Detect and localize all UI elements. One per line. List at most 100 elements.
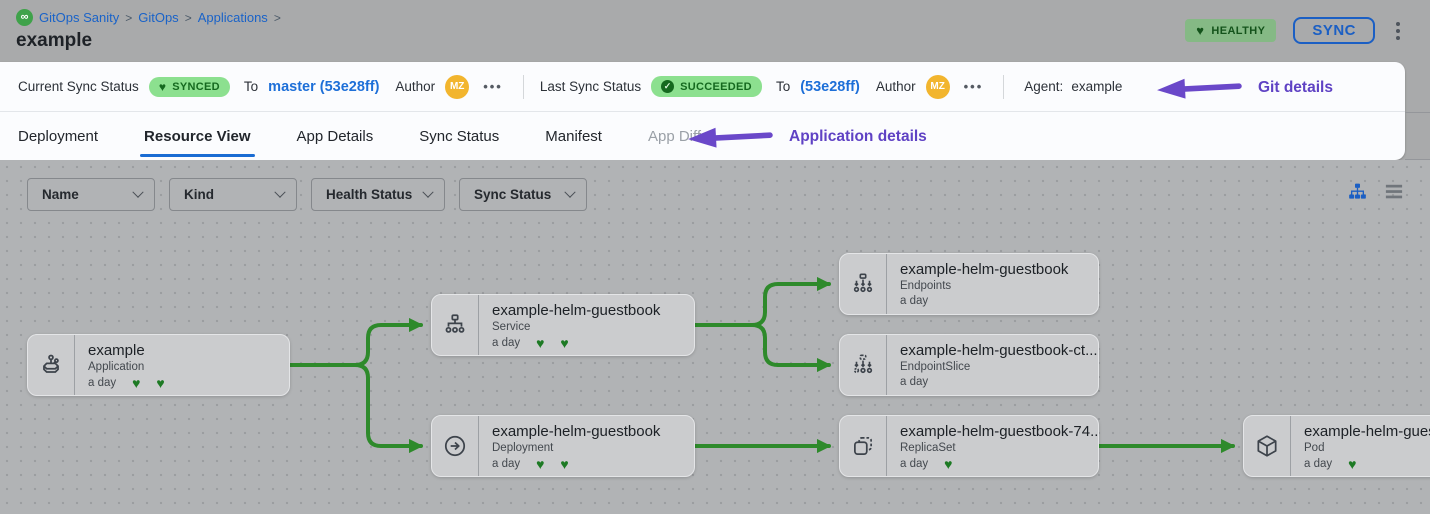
synced-badge: ♥ SYNCED: [148, 76, 230, 97]
service-icon: [432, 295, 479, 355]
node-age: a day: [900, 295, 929, 307]
more-options-kebab-icon[interactable]: [1392, 19, 1404, 43]
node-endpoints[interactable]: example-helm-guestbook Endpoints a day: [839, 253, 1099, 315]
node-title: example: [88, 342, 145, 359]
node-title: example-helm-guestbook: [492, 302, 661, 319]
current-revision-link[interactable]: master (53e28ff): [268, 78, 380, 95]
author-avatar: MZ: [925, 74, 950, 99]
kind-filter-dropdown[interactable]: Kind: [169, 178, 297, 211]
node-endpointslice[interactable]: example-helm-guestbook-ct... EndpointSli…: [839, 334, 1099, 396]
node-title: example-helm-guestbook: [900, 261, 1069, 278]
breadcrumb-separator: >: [184, 10, 192, 25]
health-badge-label: HEALTHY: [1211, 24, 1266, 37]
node-service[interactable]: example-helm-guestbook Service a day ♥ ♥: [431, 294, 695, 356]
succeeded-badge: ✓ SUCCEEDED: [651, 76, 762, 97]
author-avatar: MZ: [445, 74, 470, 99]
node-application-example[interactable]: example Application a day ♥ ♥: [27, 334, 290, 396]
codefresh-logo-icon: ∞: [16, 9, 33, 26]
node-kind: EndpointSlice: [900, 361, 971, 373]
tree-view-icon[interactable]: [1347, 182, 1368, 202]
synced-badge-label: SYNCED: [172, 80, 220, 93]
check-circle-icon: ✓: [661, 80, 675, 93]
node-kind: Application: [88, 361, 145, 373]
node-age: a day: [492, 458, 521, 470]
tab-deployment[interactable]: Deployment: [18, 127, 99, 145]
sync-status-filter-dropdown[interactable]: Sync Status: [459, 178, 587, 211]
health-heart-icons: ♥ ♥: [536, 456, 575, 472]
node-age: a day: [492, 337, 521, 349]
current-sync-status-label: Current Sync Status: [18, 79, 139, 94]
name-filter-dropdown[interactable]: Name: [27, 178, 155, 211]
chevron-down-icon: [132, 186, 144, 198]
heart-icon: ♥: [158, 79, 167, 94]
tab-app-diff[interactable]: App Diff: [647, 127, 702, 145]
page-title: example: [16, 30, 93, 51]
node-age: a day: [88, 377, 117, 389]
breadcrumb-gitops-sanity[interactable]: GitOps Sanity: [39, 10, 120, 25]
node-deployment[interactable]: example-helm-guestbook Deployment a day …: [431, 415, 695, 477]
divider: [1405, 159, 1430, 160]
health-heart-icons: ♥ ♥: [536, 335, 575, 351]
more-options-icon[interactable]: •••: [483, 79, 503, 94]
endpointslice-icon: [840, 335, 887, 395]
last-sync-status-label: Last Sync Status: [539, 79, 642, 94]
chevron-down-icon: [422, 186, 434, 198]
to-label: To: [243, 79, 259, 94]
breadcrumb-separator: >: [125, 10, 133, 25]
filter-bar: Name Kind Health Status Sync Status: [27, 178, 587, 211]
list-view-icon[interactable]: [1384, 183, 1404, 201]
health-heart-icons: ♥: [944, 456, 959, 472]
author-label: Author: [875, 79, 916, 94]
node-title: example-helm-guestbook-74...: [900, 423, 1098, 440]
view-toggles: [1347, 182, 1404, 202]
deployment-icon: [432, 416, 479, 476]
divider: [1405, 112, 1430, 113]
health-status-filter-dropdown[interactable]: Health Status: [311, 178, 445, 211]
node-pod[interactable]: example-helm-guest Pod a day ♥: [1243, 415, 1430, 477]
tab-app-details[interactable]: App Details: [296, 127, 374, 145]
endpoints-icon: [840, 254, 887, 314]
breadcrumb-gitops[interactable]: GitOps: [138, 10, 179, 25]
succeeded-badge-label: SUCCEEDED: [680, 80, 752, 93]
sync-button[interactable]: SYNC: [1293, 17, 1375, 44]
node-replicaset[interactable]: example-helm-guestbook-74... ReplicaSet …: [839, 415, 1099, 477]
tab-sync-status[interactable]: Sync Status: [419, 127, 500, 145]
node-title: example-helm-guestbook: [492, 423, 661, 440]
health-status-filter-label: Health Status: [326, 187, 413, 202]
resource-tree-canvas: Name Kind Health Status Sync Status: [0, 160, 1430, 514]
kind-filter-label: Kind: [184, 187, 214, 202]
node-kind: Deployment: [492, 442, 554, 454]
tab-manifest[interactable]: Manifest: [545, 127, 602, 145]
node-title: example-helm-guest: [1304, 423, 1430, 440]
node-kind: ReplicaSet: [900, 442, 956, 454]
health-heart-icons: ♥ ♥: [132, 375, 171, 391]
pod-icon: [1244, 416, 1291, 476]
node-kind: Pod: [1304, 442, 1325, 454]
breadcrumb-separator: >: [273, 10, 281, 25]
chevron-down-icon: [274, 186, 286, 198]
name-filter-label: Name: [42, 187, 79, 202]
health-status-badge: ♥ HEALTHY: [1185, 19, 1277, 42]
more-options-icon[interactable]: •••: [963, 79, 984, 94]
node-age: a day: [1304, 458, 1333, 470]
node-age: a day: [900, 376, 929, 388]
divider: [1003, 74, 1005, 99]
author-label: Author: [395, 79, 436, 94]
node-age: a day: [900, 458, 929, 470]
app-info-panel: Current Sync Status ♥ SYNCED To master (…: [0, 62, 1405, 160]
sync-status-filter-label: Sync Status: [474, 187, 552, 202]
heart-icon: ♥: [1196, 23, 1205, 38]
top-header: ∞ GitOps Sanity > GitOps > Applications …: [0, 0, 1430, 62]
tab-resource-view[interactable]: Resource View: [140, 112, 255, 160]
sync-status-bar: Current Sync Status ♥ SYNCED To master (…: [0, 62, 1405, 112]
agent-label: Agent:: [1024, 79, 1064, 94]
breadcrumb: ∞ GitOps Sanity > GitOps > Applications …: [16, 9, 281, 26]
last-revision-link[interactable]: (53e28ff): [800, 78, 860, 95]
divider: [522, 74, 524, 99]
replicaset-icon: [840, 416, 887, 476]
application-icon: [28, 335, 75, 395]
to-label: To: [775, 79, 791, 94]
agent-value: example: [1071, 79, 1123, 94]
breadcrumb-applications[interactable]: Applications: [197, 10, 268, 25]
chevron-down-icon: [564, 186, 576, 198]
